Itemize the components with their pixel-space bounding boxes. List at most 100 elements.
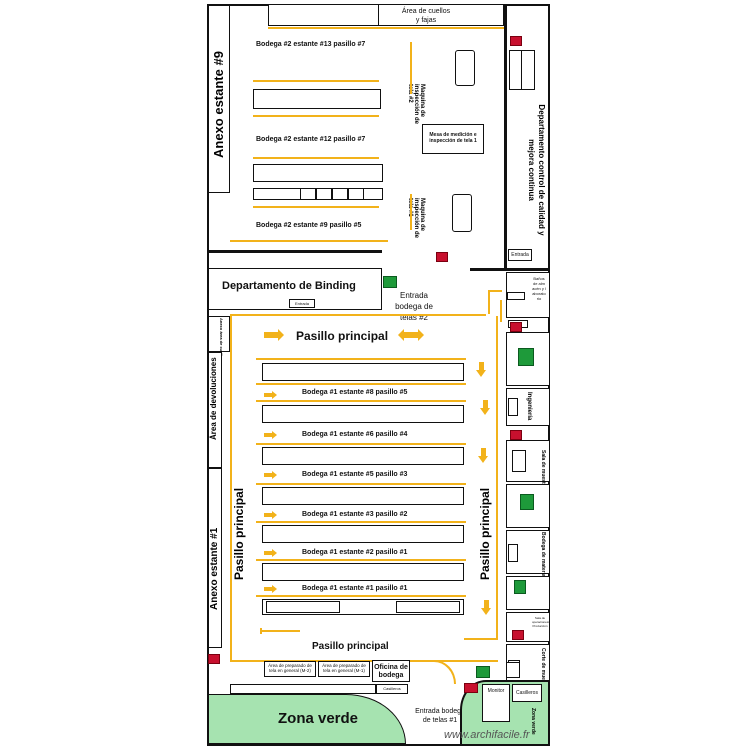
pasillo-principal-top: Pasillo principal — [296, 329, 389, 343]
sala-operaciones-label: Sala de operaciones/ Producción — [532, 616, 550, 628]
rack-b1-e5 — [262, 447, 464, 465]
entrada-bodega1-door — [434, 660, 456, 684]
prep-m1-label: Área de preparado de tela en general (M-… — [322, 663, 366, 673]
binding-entrada-label: Entrada — [294, 301, 309, 306]
area-cuellos-label: Área de cuellos y fajas — [401, 8, 451, 24]
cuarto3-room — [506, 576, 550, 610]
aisle-line — [256, 400, 466, 402]
prep-m2-label: Área de preparado de tela en general (M-… — [268, 663, 312, 673]
arrow-down — [481, 448, 486, 456]
arrow-head — [278, 329, 284, 341]
area-preparado-m1 — [318, 661, 370, 677]
rack-b1-e2 — [262, 525, 464, 543]
zona-verde-label: Zona verde — [278, 710, 359, 727]
bodega1-estante1-label: Bodega #1 estante #1 pasillo #1 — [302, 585, 408, 592]
pasillo-principal-left: Pasillo principal — [232, 487, 246, 580]
calidad-wall-left — [504, 4, 507, 270]
exit-sign — [208, 654, 220, 664]
oficina-bodega — [372, 660, 410, 682]
arrow-head — [272, 549, 277, 557]
casillero-strip — [230, 684, 376, 694]
calidad-entrada — [508, 249, 532, 261]
aisle-line — [410, 42, 412, 94]
aisle-line — [256, 559, 466, 561]
rack-b1-e3 — [262, 487, 464, 505]
arrow-down — [479, 362, 484, 370]
bodega1-estante5-label: Bodega #1 estante #5 pasillo #3 — [302, 471, 408, 478]
ingenieria-label: Ingeniería — [526, 392, 532, 421]
maquina-inspeccion-2 — [455, 50, 475, 86]
rack-cell — [348, 188, 364, 200]
arrow-double — [404, 332, 418, 338]
arrow-head — [418, 329, 424, 341]
exit-sign — [510, 322, 522, 332]
exit-sign-green — [514, 580, 526, 594]
pasillo-principal-right: Pasillo principal — [478, 487, 492, 580]
inner-wall — [470, 268, 550, 271]
aisle-line — [500, 300, 502, 322]
binding-wall-top — [207, 250, 382, 253]
anexo-area-cuellos — [208, 316, 230, 352]
calidad-entrada-label: Entrada — [511, 252, 529, 258]
rack-cell — [396, 601, 460, 613]
monitor-box — [482, 684, 510, 722]
exit-sign — [436, 252, 448, 262]
ingenieria-desk — [508, 398, 518, 416]
oficina-label: Oficina de bodega — [374, 664, 408, 679]
rack-cell — [266, 601, 340, 613]
aisle-outline-right — [496, 316, 498, 638]
row-arrow — [264, 393, 272, 397]
arrow-head — [272, 471, 277, 479]
sala-muestras-room — [506, 440, 550, 482]
exit-sign — [464, 683, 478, 693]
calidad-label: Departamento control de calidad y mejora… — [527, 104, 546, 236]
aisle-line — [410, 194, 412, 230]
aisle-line-top — [268, 27, 504, 29]
arrow-head — [272, 511, 277, 519]
row-arrow — [264, 473, 272, 477]
area-devoluciones — [208, 352, 222, 468]
arrow-head — [398, 329, 404, 341]
aisle-line — [256, 595, 466, 597]
rack-b2-e13 — [253, 89, 381, 109]
mesa-medicion — [422, 124, 484, 154]
rack-cell — [332, 188, 348, 200]
bodega-materiales-desk — [508, 544, 518, 562]
arrow-head — [476, 370, 486, 377]
sala-muestras-desk — [512, 450, 526, 472]
aisle-line — [253, 80, 379, 82]
aisle-line — [253, 115, 379, 117]
casilleros2-box — [512, 684, 542, 702]
pasillo-principal-bottom: Pasillo principal — [312, 641, 389, 652]
row-arrow — [264, 587, 272, 591]
rack-b1-e8 — [262, 363, 464, 381]
entrada-box — [506, 662, 520, 678]
exit-sign-green — [476, 666, 490, 678]
bodega2-estante12-label: Bodega #2 estante #12 pasillo #7 — [256, 136, 366, 143]
aisle-line — [256, 443, 466, 445]
exit-sign-green — [518, 348, 534, 366]
rack-b1-e1 — [262, 563, 464, 581]
aisle-outline-top — [230, 314, 486, 316]
aisle-line — [253, 157, 379, 159]
bodega2-estante9-label: Bodega #2 estante #9 pasillo #5 — [256, 222, 362, 229]
aisle-line — [253, 206, 379, 208]
bodega1-estante2-label: Bodega #1 estante #2 pasillo #1 — [302, 549, 408, 556]
exit-sign — [510, 430, 522, 440]
maquina-inspeccion-1 — [452, 194, 472, 232]
row-arrow — [264, 551, 272, 555]
anexo-estante-9 — [208, 5, 230, 193]
area-preparado-m2 — [264, 661, 316, 677]
entrada-bodega2-label: Entrada bodega de telas #2 — [395, 291, 433, 322]
casilleros — [376, 684, 408, 694]
exit-sign-green — [520, 494, 534, 510]
calidad-equipment — [509, 50, 535, 90]
aisle-line — [256, 383, 466, 385]
rack-cell — [316, 188, 332, 200]
aisle-line — [464, 638, 498, 640]
row-arrow — [264, 513, 272, 517]
bodega1-estante6-label: Bodega #1 estante #6 pasillo #4 — [302, 431, 408, 438]
rack-b1-e6 — [262, 405, 464, 423]
arrow-head — [481, 608, 491, 615]
devoluciones-label: Área de devoluciones — [209, 357, 218, 440]
